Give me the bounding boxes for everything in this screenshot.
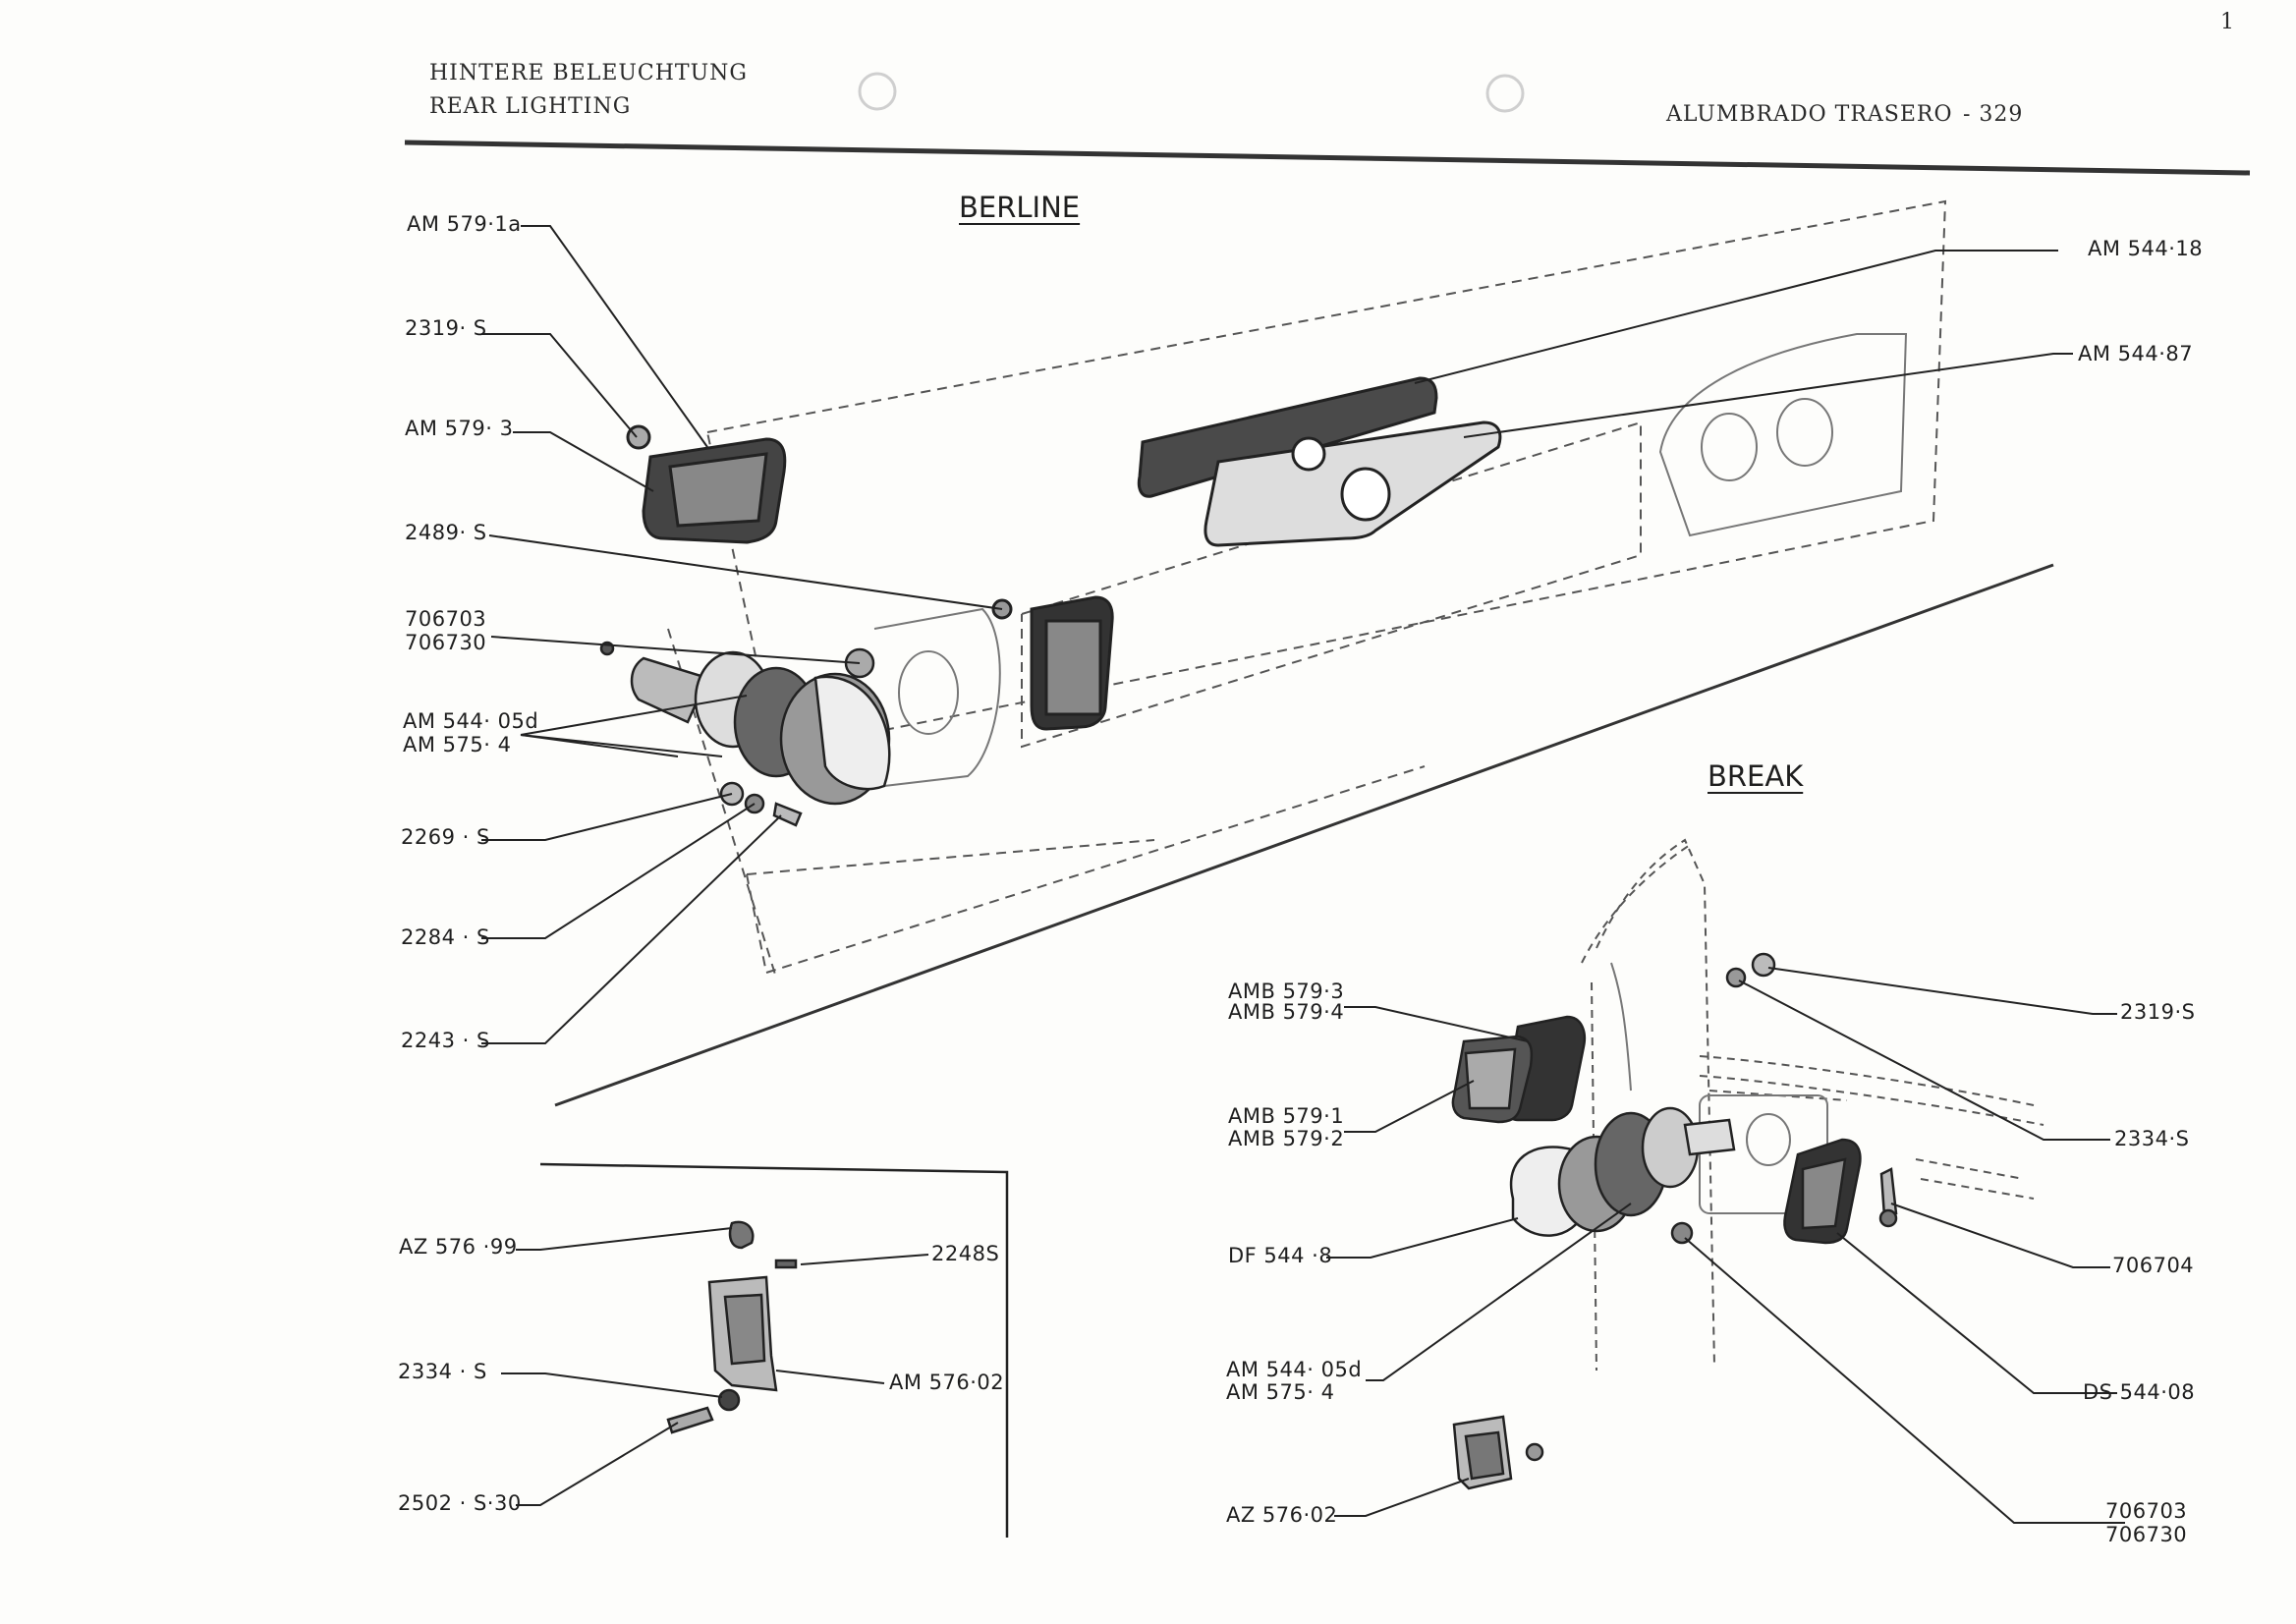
inset-bracket [666,1220,798,1434]
part-label-az576-02: AZ 576·02 [1226,1503,1338,1527]
section-title-berline: BERLINE [959,191,1081,224]
berline-panel-recess [873,333,1908,787]
section-title-break: BREAK [1708,759,1804,793]
break-side-lamp [1451,1015,1586,1124]
part-label-ds544-08: DS 544·08 [2083,1380,2196,1404]
break-body-panel [1581,838,2044,1372]
break-leader-lines [1326,967,2125,1524]
part-label-am576-02: AM 576·02 [889,1371,1005,1394]
part-label-am579-3: AM 579· 3 [405,417,514,440]
berline-side-lamp [626,424,787,544]
part-label-az576-99: AZ 576 ·99 [399,1235,518,1259]
part-label-amb579-2: AMB 579·2 [1228,1127,1345,1150]
corner-mark: 1 [2220,10,2235,34]
part-label-break-2319-s: 2319·S [2120,1000,2196,1024]
part-label-2502-s30: 2502 · S·30 [398,1491,522,1515]
part-label-706730: 706730 [405,631,487,654]
part-label-2269-s: 2269 · S [401,825,490,849]
part-label-break-706704: 706704 [2112,1254,2195,1277]
part-label-break-706703: 706703 [2105,1499,2188,1523]
part-label-am575-4: AM 575· 4 [403,733,512,756]
part-label-break-am575-4: AM 575· 4 [1226,1380,1335,1404]
part-label-df544-8: DF 544 ·8 [1228,1244,1333,1267]
part-label-2319-s: 2319· S [405,316,487,340]
berline-small-parts [719,781,803,827]
part-label-2284-s: 2284 · S [401,925,490,949]
inset-box [539,1162,1009,1538]
part-label-break-706730: 706730 [2105,1523,2188,1546]
berline-tail-light-assembly [599,641,891,806]
part-label-amb579-4: AMB 579·4 [1228,1000,1345,1024]
header-title-de: HINTERE BELEUCHTUNG [429,61,748,85]
part-label-2248s: 2248S [931,1242,1000,1265]
part-label-706703: 706703 [405,607,487,631]
part-label-2243-s: 2243 · S [401,1029,490,1052]
break-tail-light-assembly [1509,1106,1736,1245]
part-label-break-am544-05d: AM 544· 05d [1226,1358,1363,1381]
part-label-am579-1a: AM 579·1a [407,212,522,236]
punch-hole-right [1485,74,1525,113]
punch-hole-left [858,72,897,111]
break-reflector [1783,1138,1898,1245]
berline-reflector-box [991,595,1114,731]
inset-leader-lines [501,1227,929,1506]
page-number: - 329 [1963,102,2024,127]
part-label-am544-05d: AM 544· 05d [403,709,539,733]
header-title-en: REAR LIGHTING [429,94,632,119]
part-label-amb579-1: AMB 579·1 [1228,1104,1345,1128]
break-small-parts [1725,952,1776,988]
part-label-amb579-3: AMB 579·3 [1228,980,1345,1003]
header-rule [404,140,2251,176]
part-label-2489-s: 2489· S [405,521,487,544]
berline-bumper-line [554,563,2054,1107]
berline-leader-lines [481,225,2073,1044]
part-label-am544-18: AM 544·18 [2088,237,2204,260]
header-title-es: ALUMBRADO TRASERO [1666,102,1953,127]
part-label-am544-87: AM 544·87 [2078,342,2194,365]
licence-plate-lamp [1137,376,1502,547]
break-bracket [1452,1415,1544,1490]
part-label-2334-s: 2334 · S [398,1360,487,1383]
berline-body-panel [667,199,1947,979]
part-label-break-2334-s: 2334·S [2114,1127,2190,1150]
